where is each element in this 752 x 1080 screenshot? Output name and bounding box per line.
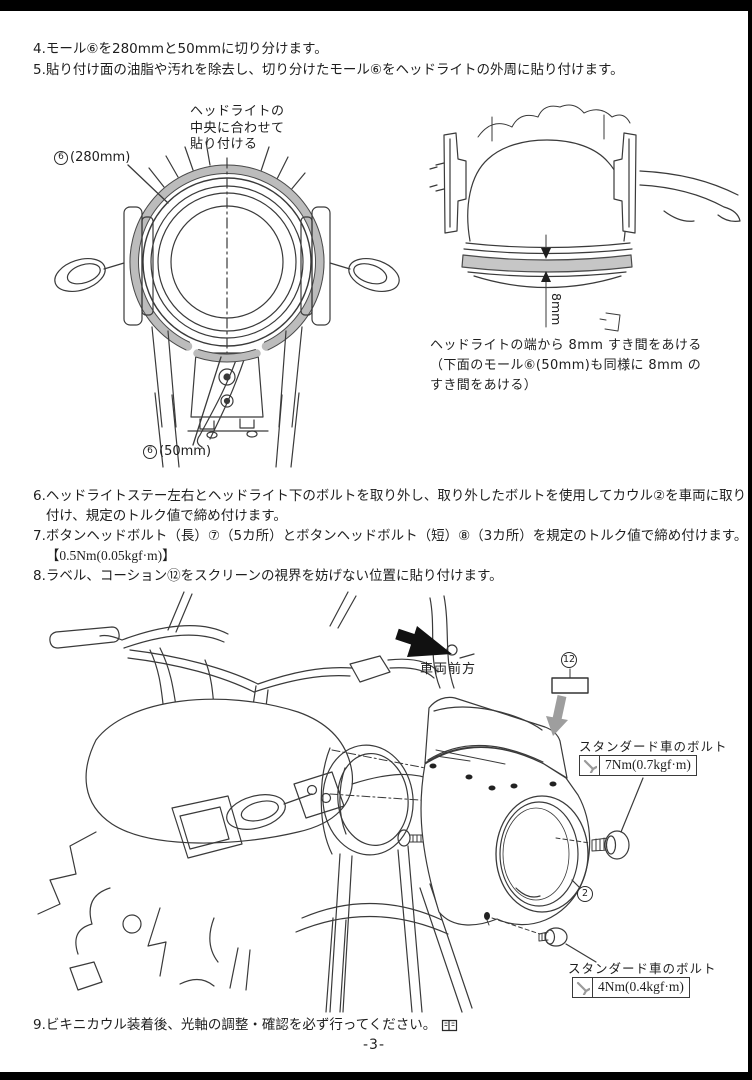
- cowl-opening: [495, 795, 589, 913]
- step-number: 7.: [33, 528, 46, 544]
- step-8: 8. ラベル、コーション⑫をスクリーンの視界を妨げない位置に貼り付けます。: [33, 566, 747, 586]
- step-number: 5.: [33, 61, 46, 78]
- step-text: モール⑥を280mmと50mmに切り分けます。: [45, 41, 328, 57]
- step-text: ボタンヘッドボルト（長）⑦（5カ所）とボタンヘッドボルト（短）⑧（3カ所）を規定…: [45, 528, 748, 544]
- headlight-mole-figure: 8mm: [54, 104, 741, 468]
- mole-strip-top: [461, 254, 633, 273]
- mole-280-label: 6 (280mm): [54, 150, 130, 165]
- bikini-cowl: [420, 696, 591, 926]
- step-9: 9. ビキニカウル装着後、光軸の調整・確認を必ず行ってください。: [33, 1015, 458, 1036]
- leader-280: [127, 164, 169, 204]
- cowl-number-badge: 2: [577, 886, 593, 902]
- step-5: 5. 貼り付け面の油脂や汚れを除去し、切り分けたモール⑥をヘッドライトの外周に貼…: [33, 60, 624, 81]
- turn-signal-left: [54, 258, 106, 292]
- steps-4-5: 4. モール⑥を280mmと50mmに切り分けます。 5. 貼り付け面の油脂や汚…: [33, 39, 624, 80]
- step-text: ビキニカウル装着後、光軸の調整・確認を必ず行ってください。: [45, 1017, 437, 1033]
- leader-upper-torque: [620, 777, 644, 833]
- step-text: 貼り付け面の油脂や汚れを除去し、切り分けたモール⑥をヘッドライトの外周に貼り付け…: [45, 61, 624, 78]
- step-number: 4.: [33, 41, 46, 57]
- step-7: 7. ボタンヘッドボルト（長）⑦（5カ所）とボタンヘッドボルト（短）⑧（3カ所）…: [33, 526, 747, 566]
- step-number: 6.: [33, 488, 46, 504]
- align-note: ヘッドライトの 中央に合わせて 貼り付ける: [190, 104, 285, 152]
- step-4: 4. モール⑥を280mmと50mmに切り分けます。: [33, 39, 624, 60]
- wrench-icon: [573, 978, 593, 997]
- circled-number: 6: [54, 150, 68, 165]
- headlight-bracket: [187, 352, 269, 439]
- step-6: 6. ヘッドライトステー左右とヘッドライト下のボルトを取り外し、取り外したボルト…: [33, 486, 747, 526]
- step-text: ラベル、コーション⑫をスクリーンの視界を妨げない位置に貼り付けます。: [45, 568, 503, 584]
- step-number: 8.: [33, 568, 46, 584]
- gap-dimension: [541, 234, 551, 328]
- circled-number: 6: [143, 444, 157, 459]
- step-text: ヘッドライトステー左右とヘッドライト下のボルトを取り外し、取り外したボルトを使用…: [45, 488, 747, 504]
- torque-spec: 【0.5Nm(0.05kgf·m)】: [45, 548, 176, 563]
- mount-bolt-lower: [491, 917, 597, 963]
- motorcycle-front-sketch: [37, 591, 509, 1013]
- page-number: -3-: [362, 1037, 385, 1053]
- torque-box-upper: 7Nm(0.7kgf·m): [579, 755, 697, 776]
- gap-dim-label: 8mm: [549, 293, 564, 325]
- headlight-top-diagram: 8mm: [429, 104, 741, 332]
- headlight-front-diagram: [54, 141, 400, 468]
- torque-value-lower: 4Nm(0.4kgf·m): [598, 979, 684, 994]
- mole-280-size: (280mm): [70, 150, 131, 165]
- headlight-shell: [467, 139, 627, 242]
- mole-strip-50: [193, 349, 261, 363]
- button-head-bolts: [429, 763, 557, 791]
- step-text: 付け、規定のトルク値で締め付けます。: [45, 508, 287, 524]
- caution-number-badge: 12: [561, 652, 577, 668]
- bolt-label-lower: スタンダード車のボルト: [568, 961, 717, 976]
- page-edge-top: [0, 0, 752, 11]
- steps-6-8: 6. ヘッドライトステー左右とヘッドライト下のボルトを取り外し、取り外したボルト…: [33, 486, 747, 586]
- page-edge-right: [748, 0, 752, 1080]
- gap-note: ヘッドライトの端から 8mm すき間をあける （下面のモール⑥(50mm)も同様…: [430, 338, 702, 393]
- step-number: 9.: [33, 1017, 46, 1033]
- turn-signal-right: [348, 258, 400, 292]
- torque-box-lower: 4Nm(0.4kgf·m): [572, 977, 690, 998]
- headlight-sketch: [322, 744, 414, 856]
- page-edge-bottom: [0, 1072, 752, 1080]
- manual-book-icon: [441, 1019, 458, 1032]
- wrench-icon: [580, 756, 600, 775]
- cowl-install-figure: [37, 591, 644, 1013]
- mole-50-size: (50mm): [159, 444, 212, 459]
- front-direction-arrow: [395, 626, 452, 657]
- front-direction-label: 車両前方: [420, 662, 477, 677]
- leader-lower-torque: [565, 943, 597, 963]
- leader-50: [192, 356, 222, 446]
- leader-cowl-ref: [571, 879, 581, 889]
- mount-bolt-upper: [555, 777, 644, 860]
- torque-value-upper: 7Nm(0.7kgf·m): [605, 757, 691, 772]
- mole-50-label: 6 (50mm): [143, 444, 211, 459]
- caution-label-marker: [546, 668, 589, 736]
- bolt-label-upper: スタンダード車のボルト: [579, 739, 728, 754]
